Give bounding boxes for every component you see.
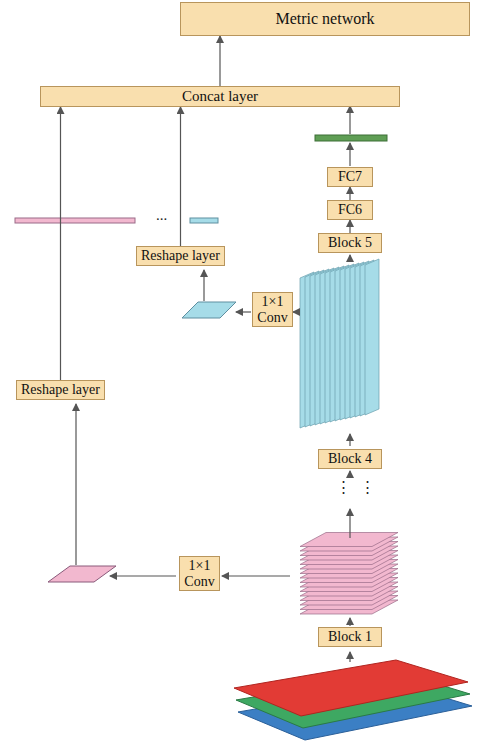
ellipsis-mark: ⋮ bbox=[336, 480, 351, 495]
flow-arrow bbox=[349, 220, 350, 233]
pink-feature-stack bbox=[300, 533, 398, 615]
layer-box: FC7 bbox=[327, 167, 373, 187]
layer-box: 1×1 Conv bbox=[179, 556, 220, 591]
layer-box: Block 4 bbox=[318, 449, 382, 469]
ellipsis-mark: ⋮ bbox=[360, 480, 375, 495]
layer-box: Reshape layer bbox=[136, 246, 225, 266]
flow-arrow bbox=[180, 107, 181, 246]
concat-box: Concat layer bbox=[40, 86, 400, 107]
layer-label: Block 5 bbox=[328, 235, 372, 250]
layer-label: FC7 bbox=[338, 169, 362, 184]
layer-label: Metric network bbox=[275, 10, 374, 28]
layer-label: Block 4 bbox=[328, 451, 372, 466]
layer-label: Reshape layer bbox=[21, 382, 100, 397]
layer-label: 1×1 Conv bbox=[257, 294, 287, 325]
pink-plate bbox=[48, 566, 116, 582]
cyan-feature-stack bbox=[300, 259, 379, 428]
layer-label: Concat layer bbox=[182, 88, 258, 105]
layer-box: FC6 bbox=[327, 200, 373, 220]
layer-label: FC6 bbox=[338, 202, 362, 217]
ellipsis-mark: ... bbox=[156, 208, 167, 223]
cyan-plate bbox=[182, 302, 236, 318]
layer-box: Reshape layer bbox=[16, 380, 105, 400]
cyan-plate-layer bbox=[365, 259, 379, 415]
layer-box: 1×1 Conv bbox=[252, 292, 293, 327]
layer-box: Block 1 bbox=[318, 627, 382, 647]
layer-label: 1×1 Conv bbox=[184, 558, 214, 589]
fc-output-bar bbox=[315, 135, 387, 141]
layer-label: Reshape layer bbox=[141, 248, 220, 263]
layer-box: Block 5 bbox=[318, 233, 382, 253]
pink-plate-layer bbox=[300, 533, 398, 547]
cyan-feature-bar bbox=[190, 218, 218, 223]
metric-box: Metric network bbox=[180, 2, 470, 36]
layer-label: Block 1 bbox=[328, 629, 372, 644]
flow-arrow bbox=[349, 187, 350, 200]
flow-arrow bbox=[219, 36, 220, 86]
flow-arrow bbox=[60, 107, 61, 380]
red-channel bbox=[234, 660, 468, 716]
pink-feature-bar bbox=[15, 218, 135, 223]
